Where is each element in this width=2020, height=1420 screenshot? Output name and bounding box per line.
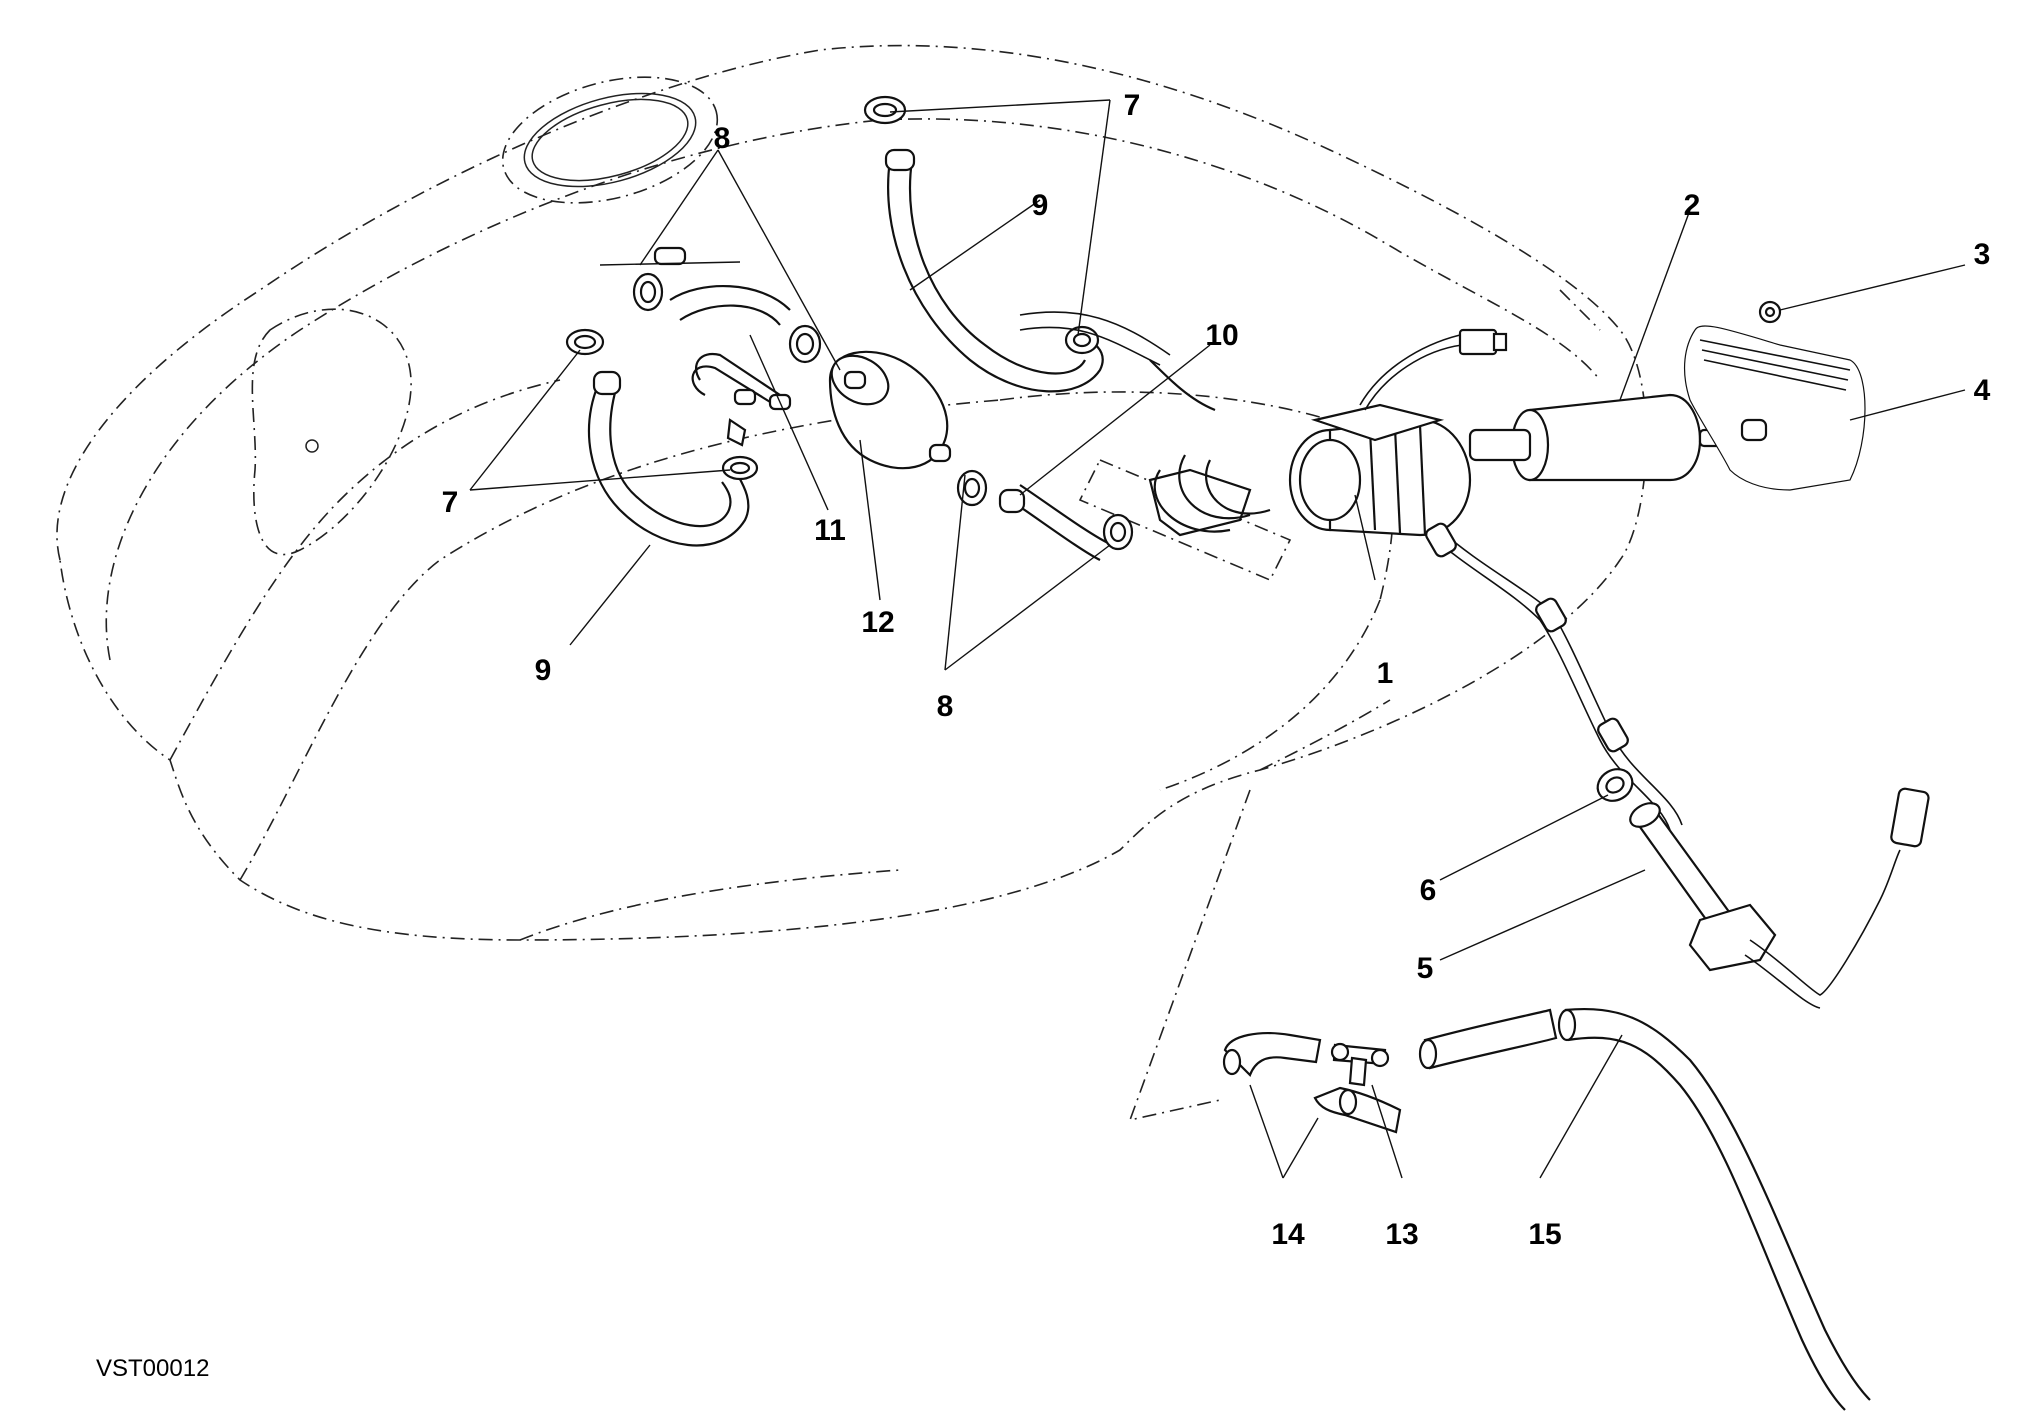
fuel-pump-assembly-1 bbox=[1288, 403, 1472, 537]
callout-7-top: 7 bbox=[1124, 89, 1141, 122]
fuel-filter-12 bbox=[828, 350, 952, 470]
fuel-hose-9-top bbox=[884, 148, 1104, 393]
pump-wiring-harness bbox=[1359, 328, 1683, 831]
t-fitting-13 bbox=[1330, 1042, 1390, 1087]
drawing-code: VST00012 bbox=[96, 1355, 209, 1382]
leader-lines bbox=[469, 99, 1966, 1179]
callout-13: 13 bbox=[1385, 1218, 1418, 1251]
fuel-tank-outline bbox=[56, 44, 1648, 1122]
fuel-strainer-4 bbox=[1684, 325, 1866, 491]
hose-clamp-8-top bbox=[632, 272, 822, 364]
callout-9-left: 9 bbox=[535, 654, 552, 687]
washer-3 bbox=[1758, 300, 1782, 324]
hoses-14 bbox=[1222, 1032, 1402, 1134]
callout-1: 1 bbox=[1377, 657, 1394, 690]
callout-8-top: 8 bbox=[714, 122, 731, 155]
callout-2: 2 bbox=[1684, 189, 1701, 222]
callout-6: 6 bbox=[1420, 874, 1437, 907]
callout-7-left: 7 bbox=[442, 486, 459, 519]
sensor-seal-6 bbox=[1596, 768, 1634, 802]
callout-5: 5 bbox=[1417, 952, 1434, 985]
fuel-hose-9-left bbox=[587, 370, 750, 547]
hose-clamp-7-top bbox=[863, 95, 1100, 355]
callout-4: 4 bbox=[1974, 374, 1991, 407]
fuel-pump-2 bbox=[1468, 393, 1726, 482]
fuel-hose-10 bbox=[956, 469, 1134, 561]
vent-hose-15 bbox=[1418, 1008, 1871, 1411]
fuel-level-sensor-5 bbox=[1629, 787, 1930, 1009]
callout-3: 3 bbox=[1974, 238, 1991, 271]
callout-9-top: 9 bbox=[1032, 189, 1049, 222]
callout-8-bottom: 8 bbox=[937, 690, 954, 723]
callout-15: 15 bbox=[1528, 1218, 1561, 1251]
callout-11: 11 bbox=[814, 514, 846, 547]
callout-12: 12 bbox=[861, 606, 894, 639]
callout-10: 10 bbox=[1205, 319, 1238, 352]
pump-mounting-bracket bbox=[1019, 311, 1271, 537]
callout-labels: 1 2 3 4 5 6 7 7 8 8 9 9 10 11 12 13 14 1… bbox=[442, 89, 1991, 1251]
hose-clamp-7-left bbox=[565, 328, 759, 481]
callout-14: 14 bbox=[1271, 1218, 1305, 1251]
fuel-line-11 bbox=[653, 246, 792, 447]
